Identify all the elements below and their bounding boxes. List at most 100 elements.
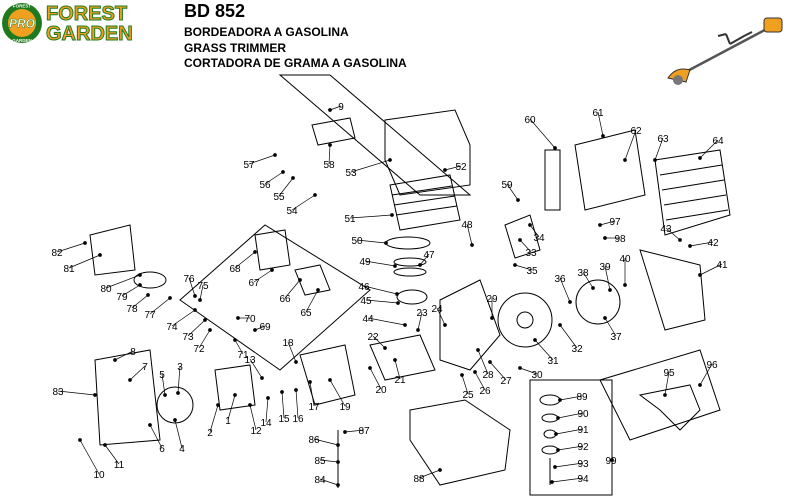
part-number-63: 63	[657, 134, 669, 145]
loop-handle	[638, 384, 701, 431]
part-number-37: 37	[610, 332, 622, 343]
part-number-10: 10	[93, 470, 105, 481]
leader-line-91	[555, 428, 584, 435]
leader-line-17	[309, 381, 315, 407]
part-number-33: 33	[525, 248, 537, 259]
leader-dot-84	[336, 483, 340, 487]
part-number-57: 57	[243, 160, 255, 171]
leader-line-93	[554, 462, 584, 468]
leader-dot-50	[384, 241, 388, 245]
leader-line-92	[557, 445, 584, 451]
leader-line-7	[129, 365, 146, 381]
leader-line-90	[557, 412, 584, 419]
leader-dot-25	[460, 373, 464, 377]
part-number-84: 84	[314, 475, 326, 486]
part-number-85: 85	[314, 456, 326, 467]
leader-line-86	[313, 438, 339, 446]
leader-dot-35	[513, 263, 517, 267]
leader-line-31	[534, 339, 554, 361]
clutch-housing	[639, 249, 706, 331]
part-number-31: 31	[547, 356, 559, 367]
part-number-29: 29	[486, 294, 498, 305]
leader-dot-91	[554, 432, 558, 436]
leader-dot-56	[281, 170, 285, 174]
leader-line-97	[599, 220, 616, 226]
leader-dot-31	[533, 338, 537, 342]
leader-dot-23	[416, 328, 420, 332]
leader-line-35	[514, 264, 533, 271]
part-number-40: 40	[619, 254, 631, 265]
leader-line-6	[149, 424, 163, 449]
recoil-starter-housing	[94, 349, 161, 446]
leader-line-45	[365, 299, 399, 304]
leader-line-85	[319, 459, 339, 463]
part-number-95: 95	[663, 368, 675, 379]
leader-line-64	[699, 139, 719, 159]
leader-line-23	[417, 311, 423, 331]
leader-line-47	[419, 253, 430, 266]
leader-dot-24	[443, 323, 447, 327]
leader-dot-33	[518, 238, 522, 242]
leader-dot-20	[368, 366, 372, 370]
leader-dot-43	[678, 238, 682, 242]
part-number-51: 51	[344, 214, 356, 225]
leader-dot-22	[383, 346, 387, 350]
leader-line-51	[349, 214, 393, 219]
leader-line-25	[461, 374, 469, 395]
leader-dot-94	[550, 480, 554, 484]
leader-dot-51	[390, 213, 394, 217]
part-number-52: 52	[455, 162, 467, 173]
starter-pulley	[156, 386, 194, 424]
part-number-42: 42	[707, 238, 719, 249]
leader-line-57	[248, 154, 276, 165]
part-number-82: 82	[51, 248, 63, 259]
handle-group-outline	[599, 349, 721, 441]
leader-line-96	[699, 363, 713, 386]
leader-line-75	[199, 284, 204, 301]
leader-dot-42	[688, 244, 692, 248]
leader-line-34	[529, 224, 540, 238]
part-number-46: 46	[358, 282, 370, 293]
leader-line-39	[604, 265, 611, 291]
leader-line-2	[209, 404, 219, 433]
part-number-81: 81	[63, 264, 75, 275]
leader-dot-90	[556, 416, 560, 420]
part-number-44: 44	[362, 314, 374, 325]
leader-line-26	[474, 371, 486, 391]
leader-dot-54	[313, 193, 317, 197]
part-number-96: 96	[706, 360, 718, 371]
fuel-tank	[409, 399, 511, 486]
leader-dot-62	[623, 158, 627, 162]
logo-pro: PRO	[9, 17, 36, 31]
leader-line-68	[234, 251, 256, 269]
leader-dot-3	[176, 391, 180, 395]
leader-dot-65	[316, 288, 320, 292]
leader-dot-47	[418, 263, 422, 267]
cylinder-group-outline	[278, 74, 472, 196]
leader-dot-8	[113, 358, 117, 362]
insulator	[294, 264, 331, 296]
leader-dot-74	[193, 308, 197, 312]
piston	[396, 289, 428, 305]
part-number-36: 36	[554, 274, 566, 285]
part-number-11: 11	[114, 460, 125, 471]
muffler	[574, 129, 646, 211]
part-number-45: 45	[360, 296, 372, 307]
leader-line-14	[265, 397, 269, 423]
part-number-91: 91	[577, 425, 589, 436]
part-number-88: 88	[413, 474, 425, 485]
leader-dot-17	[308, 380, 312, 384]
leader-dot-5	[163, 393, 167, 397]
part-number-28: 28	[482, 370, 494, 381]
part-number-73: 73	[182, 332, 194, 343]
top-cap	[311, 117, 356, 146]
part-number-1: 1	[225, 416, 231, 427]
starter-plate	[214, 364, 256, 411]
leader-dot-63	[653, 158, 657, 162]
part-number-54: 54	[286, 206, 298, 217]
part-number-60: 60	[524, 115, 536, 126]
leader-dot-49	[393, 264, 397, 268]
leader-line-54	[291, 194, 316, 211]
leader-line-88	[418, 469, 441, 479]
